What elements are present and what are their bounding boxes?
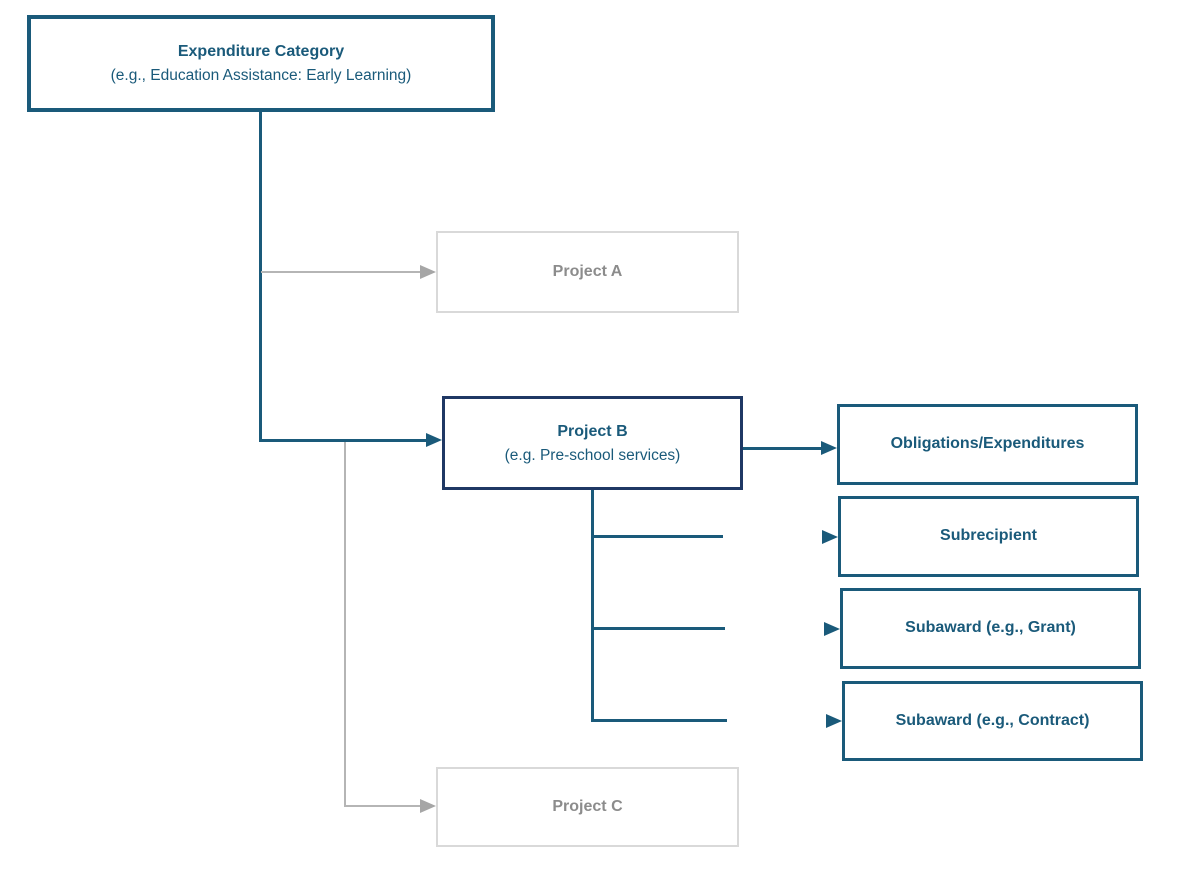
expenditure-category-subtitle: (e.g., Education Assistance: Early Learn… [110,67,412,85]
connector-project-a-line [261,271,421,273]
arrow-right-subaward-contract-icon [826,714,842,728]
arrow-right-subaward-grant-icon [824,622,840,636]
project-c-label: Project C [552,797,623,815]
arrow-right-obligations-icon [821,441,837,455]
connector-obligations-line [743,447,822,450]
node-project-c: Project C [436,767,739,847]
project-b-label: Project B [557,422,628,440]
connector-subaward-grant-line [591,627,725,630]
connector-project-b-line [259,439,427,442]
node-subaward-contract: Subaward (e.g., Contract) [842,681,1143,761]
node-project-b: Project B (e.g. Pre-school services) [442,396,743,490]
arrow-right-project-b-icon [426,433,442,447]
connector-project-c-line [344,805,421,807]
subaward-grant-label: Subaward (e.g., Grant) [905,619,1076,637]
expenditure-category-title: Expenditure Category [177,43,345,61]
obligations-expenditures-label: Obligations/Expenditures [890,435,1085,453]
node-project-a: Project A [436,231,739,313]
arrow-right-project-c-icon [420,799,436,813]
subaward-contract-label: Subaward (e.g., Contract) [895,711,1090,729]
connector-project-c-vertical [344,442,346,806]
arrow-right-subrecipient-icon [822,530,838,544]
connector-project-b-children-vertical [591,490,594,722]
subrecipient-label: Subrecipient [940,527,1037,545]
node-expenditure-category: Expenditure Category (e.g., Education As… [27,15,495,112]
node-subrecipient: Subrecipient [838,496,1139,577]
node-subaward-grant: Subaward (e.g., Grant) [840,588,1141,669]
connector-subrecipient-line [591,535,723,538]
arrow-right-project-a-icon [420,265,436,279]
connector-trunk-vertical [259,112,262,442]
connector-subaward-contract-line [591,719,727,722]
node-obligations-expenditures: Obligations/Expenditures [837,404,1138,485]
project-a-label: Project A [552,262,623,280]
project-b-sublabel: (e.g. Pre-school services) [504,446,681,464]
